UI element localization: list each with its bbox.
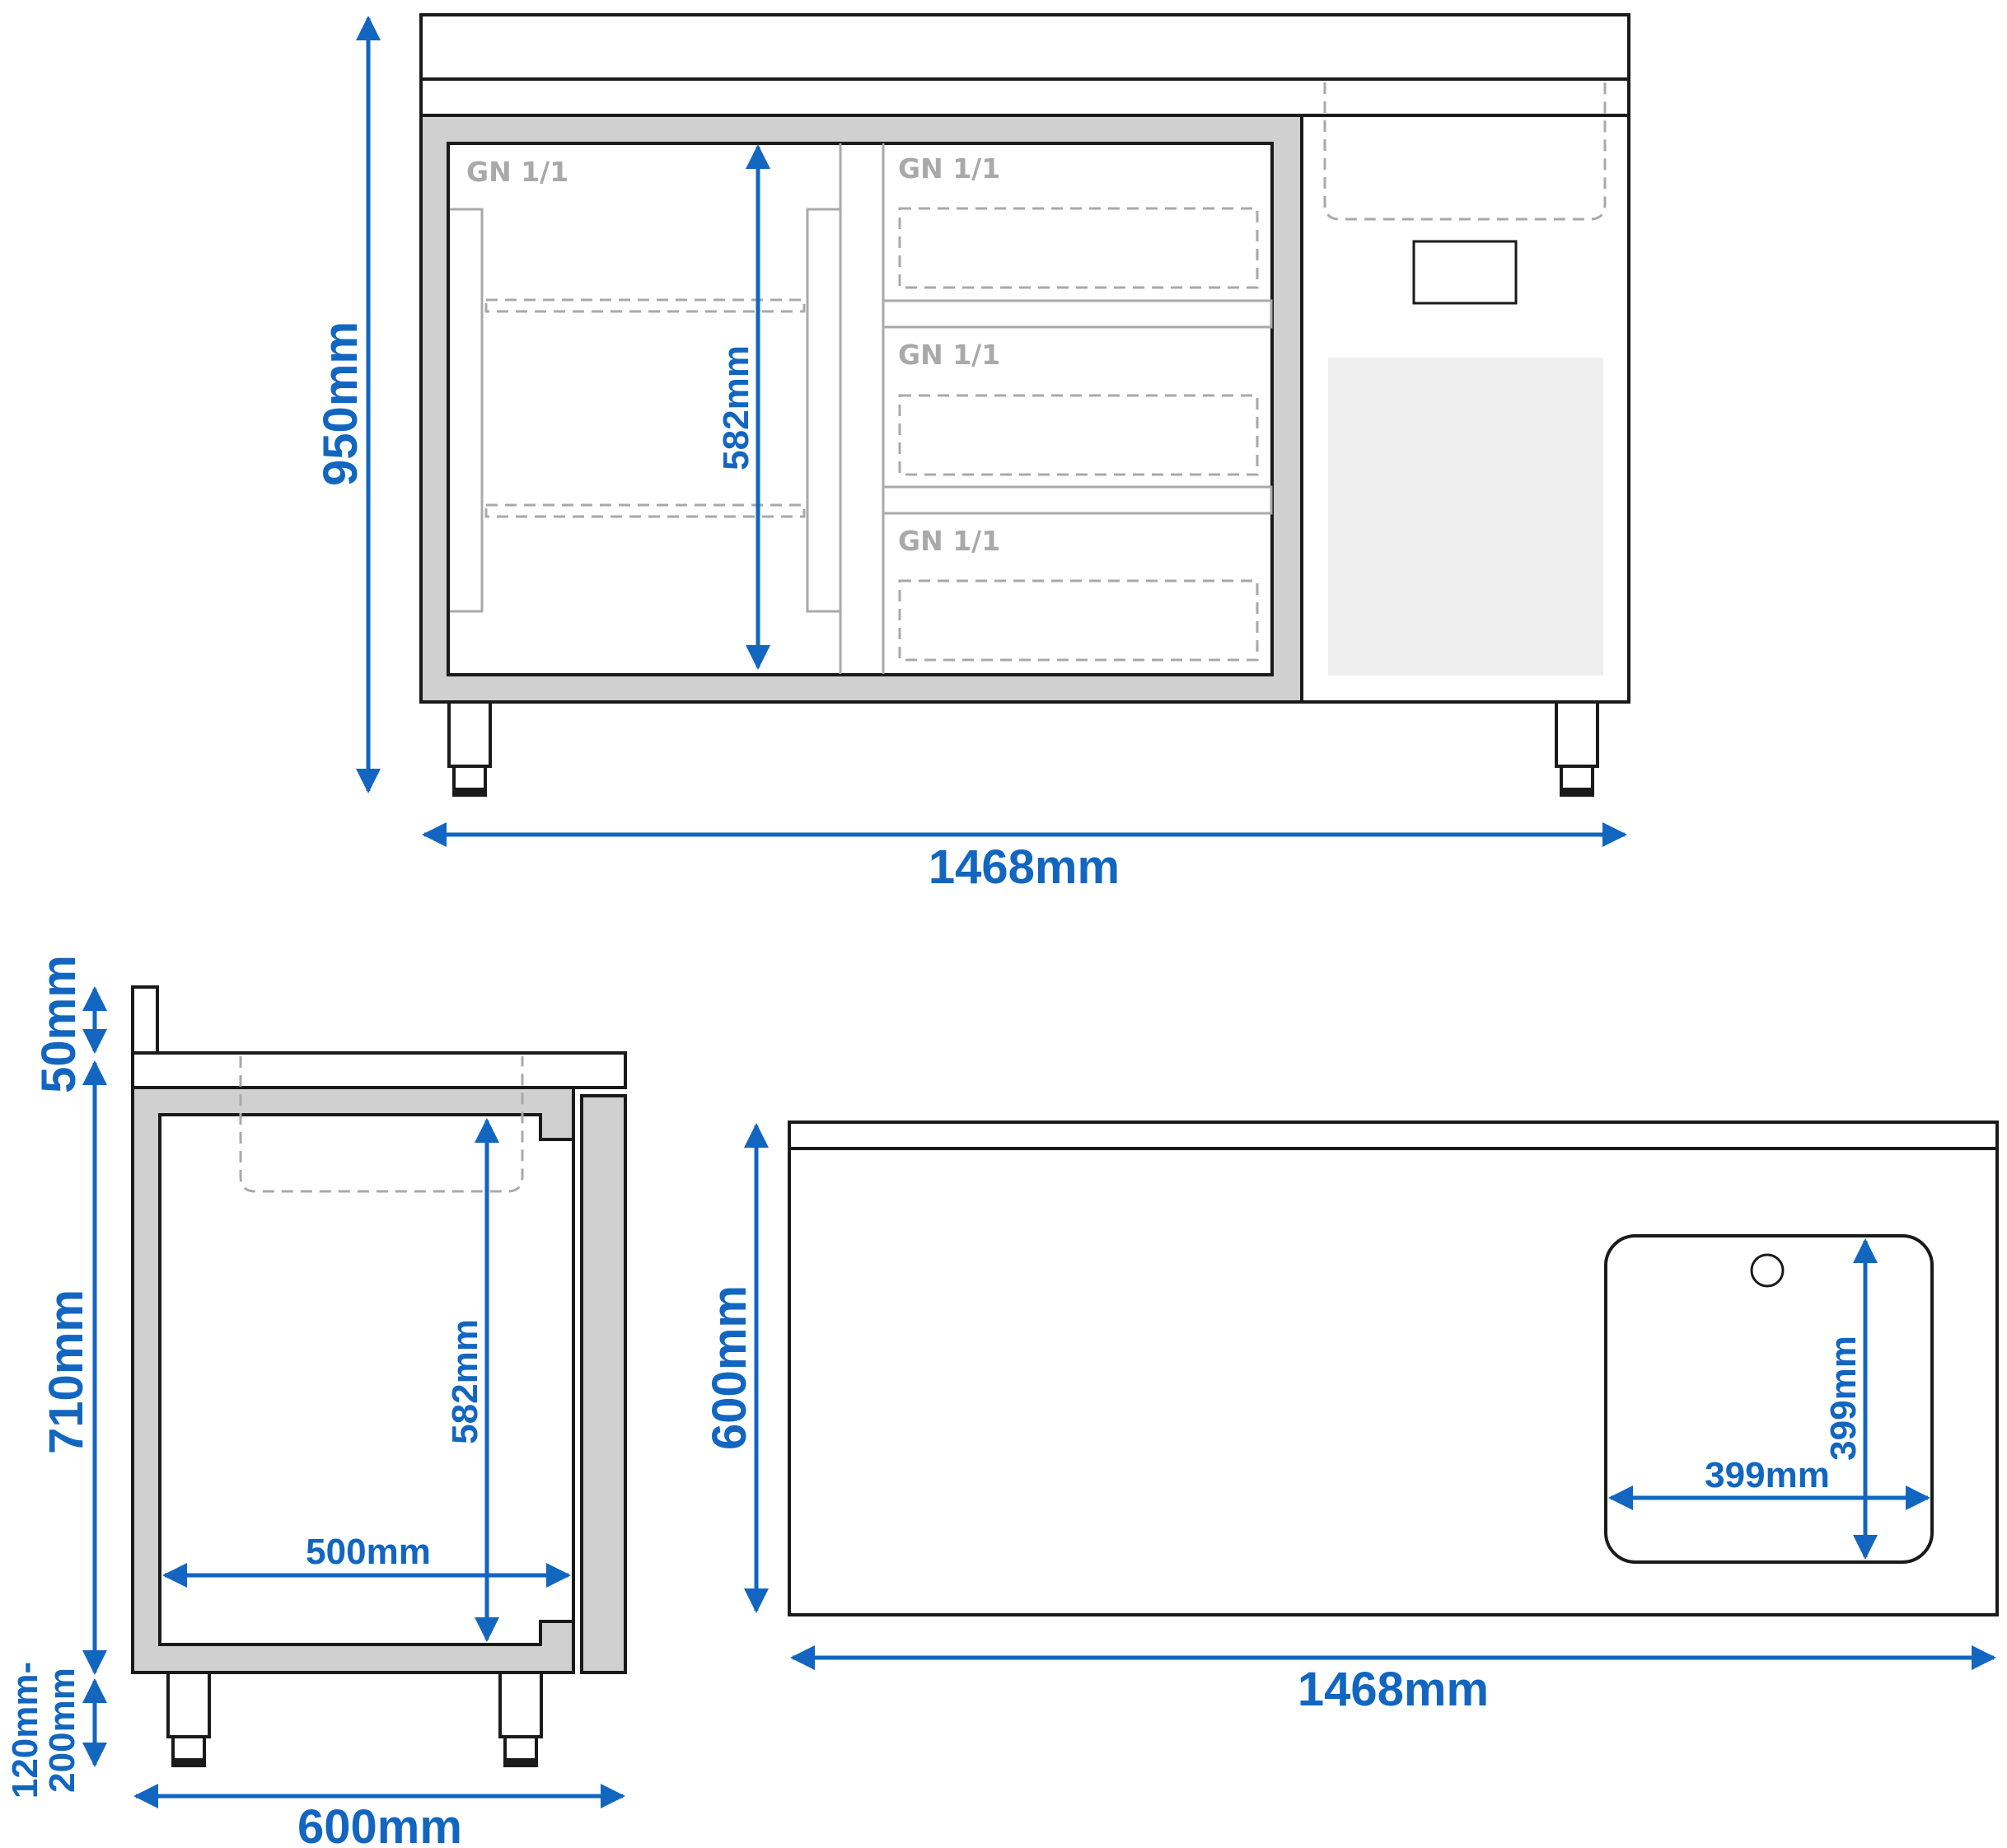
side-leg-front [166, 1671, 211, 1767]
front-rail-left [450, 208, 484, 613]
top-upstand [788, 1120, 1999, 1150]
front-gn-label-2: GN 1/1 [898, 152, 1000, 185]
side-leg-back [498, 1671, 543, 1767]
side-sink-hidden-outline [239, 1056, 524, 1193]
side-body-label: 710mm [40, 1289, 93, 1454]
side-view: 50mm 710mm 120mm- 200mm 600mm 500mm 582m… [5, 955, 627, 1848]
front-view: GN 1/1 GN 1/1 GN 1/1 GN 1/1 950mm 1468mm… [314, 13, 1630, 894]
front-control-panel [1412, 240, 1518, 305]
front-sink-hidden-outline [1323, 82, 1607, 221]
top-sink-depth-label: 399mm [1823, 1336, 1864, 1461]
side-depth-label: 600mm [297, 1800, 462, 1848]
top-sink-width-label: 399mm [1705, 1455, 1830, 1495]
front-gn-pan-2 [898, 394, 1259, 476]
front-shelf-upper [484, 298, 806, 313]
front-vent-grille [1328, 358, 1603, 676]
side-upstand-label: 50mm [32, 955, 86, 1093]
front-gn-pan-3 [898, 579, 1259, 662]
front-gn-label-4: GN 1/1 [898, 525, 1000, 557]
front-gn-label-3: GN 1/1 [898, 339, 1000, 371]
top-worktop [788, 1147, 1999, 1616]
front-rail-right [806, 208, 840, 613]
front-height-label: 950mm [314, 321, 367, 486]
front-width-label: 1468mm [929, 840, 1120, 894]
front-gn-label-1: GN 1/1 [466, 156, 568, 188]
side-upstand [131, 985, 159, 1055]
side-legs-label-1: 120mm- [5, 1662, 45, 1799]
front-door-glass [447, 142, 1274, 676]
top-tap-hole [1750, 1253, 1785, 1288]
side-legs-label-2: 200mm [42, 1668, 82, 1793]
top-depth-label: 600mm [703, 1285, 756, 1450]
side-worktop [131, 1051, 627, 1089]
front-worktop [419, 77, 1630, 117]
front-inner-height-label: 582mm [716, 345, 756, 470]
side-inner-depth-label: 500mm [306, 1532, 431, 1572]
side-interior [158, 1113, 575, 1646]
front-upstand [419, 13, 1630, 81]
top-sink-basin [1604, 1234, 1934, 1564]
top-width-label: 1468mm [1298, 1663, 1489, 1716]
top-view: 600mm 1468mm 399mm 399mm [703, 1120, 1999, 1716]
front-leg-right [1555, 700, 1599, 797]
side-door-profile [580, 1094, 627, 1674]
front-drawer-rail-2 [882, 485, 1273, 515]
front-shelf-lower [484, 503, 806, 518]
front-gn-pan-1 [898, 207, 1259, 289]
front-leg-left [447, 700, 492, 797]
front-drawer-rail-1 [882, 299, 1273, 329]
side-inner-height-label: 582mm [445, 1319, 485, 1444]
